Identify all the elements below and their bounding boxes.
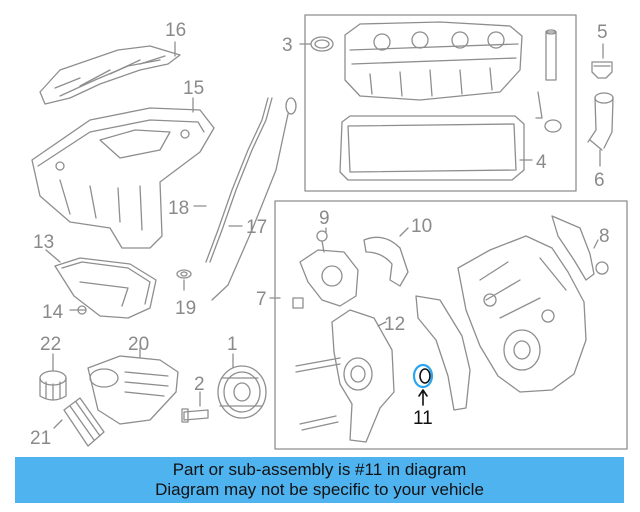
crank-pulley-part (217, 365, 267, 419)
water-pump-part (295, 309, 395, 443)
timing-cover-group-box (274, 200, 628, 450)
pulley-bolt-part (181, 408, 209, 423)
coolant-hose-part (363, 236, 409, 287)
valve-cover-group-box (304, 14, 577, 192)
timing-cover-gasket-part (415, 295, 471, 411)
callout-14: 14 (42, 302, 64, 323)
banner-line-part-number: Part or sub-assembly is #11 in diagram (172, 460, 467, 479)
oil-filter-element-part (63, 397, 105, 447)
leader-lines (45, 41, 604, 429)
dipstick-tube-part (205, 97, 273, 263)
valve-cover-gasket-part (339, 115, 525, 181)
callout-9: 9 (319, 208, 330, 229)
callout-22: 22 (40, 334, 61, 355)
oil-filler-tube-part (587, 92, 614, 151)
oil-fill-cap-part (591, 61, 613, 79)
callout-18: 18 (168, 198, 189, 219)
coolant-sensor-part (292, 297, 304, 309)
oil-filter-housing-part (87, 355, 179, 425)
front-crank-seal-part (412, 363, 434, 406)
callout-10: 10 (411, 216, 432, 237)
callout-17: 17 (246, 217, 267, 238)
callout-1: 1 (227, 334, 238, 355)
callout-12: 12 (384, 314, 405, 335)
dipstick-seal-part (176, 269, 192, 279)
valve-cover-seal-part (310, 36, 334, 52)
callout-21: 21 (30, 428, 51, 449)
oil-pan-baffle-part (39, 45, 181, 105)
callout-13: 13 (33, 232, 54, 253)
callout-20: 20 (128, 334, 149, 355)
callout-15: 15 (183, 78, 204, 99)
callout-3: 3 (282, 35, 293, 56)
callout-6: 6 (594, 170, 605, 191)
lower-oil-pan-part (54, 257, 157, 319)
callout-5: 5 (597, 22, 608, 43)
timing-cover-part (457, 235, 587, 393)
oil-filter-cap-part (39, 370, 67, 401)
upper-oil-pan-part (31, 107, 215, 249)
callout-2: 2 (194, 374, 205, 395)
thermostat-housing-part (299, 230, 359, 307)
dipstick-part (211, 97, 297, 301)
callout-8: 8 (599, 226, 610, 247)
callout-16: 16 (165, 20, 186, 41)
callout-7: 7 (256, 289, 267, 310)
callout-11-highlighted: 11 (413, 408, 433, 429)
parts-diagram: 16 15 13 14 18 17 19 22 20 21 1 2 3 4 5 … (30, 14, 628, 450)
callout-4: 4 (536, 152, 547, 173)
breather-tube-part (535, 29, 562, 133)
valve-cover-part (344, 21, 523, 101)
info-banner: Part or sub-assembly is #11 in diagram D… (15, 457, 624, 503)
banner-line-disclaimer: Diagram may not be specific to your vehi… (155, 480, 484, 499)
callout-19: 19 (175, 298, 196, 319)
timing-cover-seal-part (551, 215, 609, 281)
drain-plug-part (77, 305, 87, 315)
